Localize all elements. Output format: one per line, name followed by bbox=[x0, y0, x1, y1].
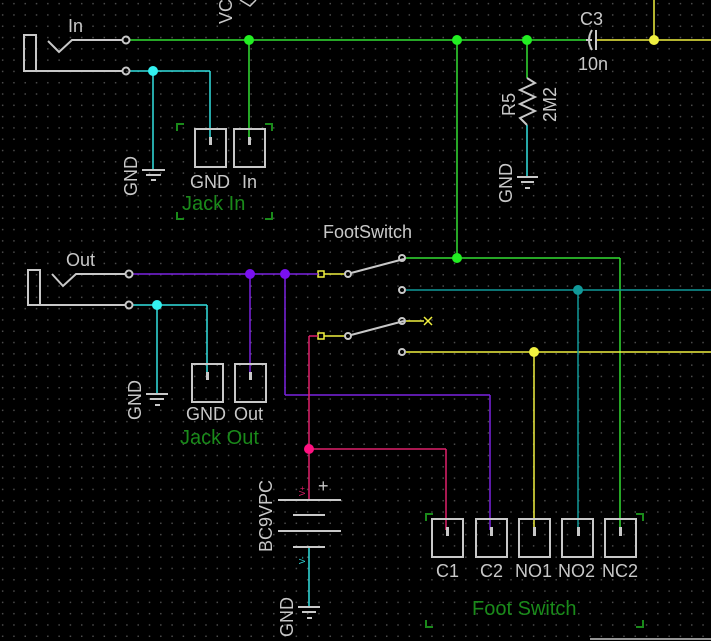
junction bbox=[245, 269, 255, 279]
capacitor-c3[interactable] bbox=[586, 29, 597, 51]
gnd-symbol bbox=[517, 176, 538, 189]
pin-label: GND bbox=[186, 404, 226, 424]
net-teal[interactable] bbox=[406, 289, 711, 530]
junction bbox=[304, 444, 314, 454]
gnd-label: GND bbox=[125, 380, 145, 420]
junction bbox=[148, 66, 158, 76]
gnd-symbol bbox=[146, 393, 168, 406]
vcc-label: VC bbox=[216, 0, 236, 24]
net-gnd[interactable] bbox=[130, 70, 528, 607]
net-input[interactable] bbox=[130, 39, 621, 530]
footswitch-symbol[interactable] bbox=[344, 254, 406, 356]
junction bbox=[452, 253, 462, 263]
capacitor-value: 10n bbox=[578, 54, 608, 74]
battery-symbol[interactable] bbox=[278, 499, 341, 548]
junction bbox=[152, 300, 162, 310]
battery-pin-neg: V- bbox=[298, 556, 307, 564]
junction bbox=[452, 35, 462, 45]
resistor-r5[interactable] bbox=[517, 77, 538, 126]
net-input-junctions bbox=[244, 35, 532, 263]
junction bbox=[244, 35, 254, 45]
junction bbox=[280, 269, 290, 279]
junction bbox=[573, 285, 583, 295]
gnd-symbol bbox=[142, 169, 165, 181]
pin-label: NC2 bbox=[602, 561, 638, 581]
junction bbox=[522, 35, 532, 45]
resistor-value: 2M2 bbox=[540, 87, 560, 122]
gnd-label: GND bbox=[496, 163, 516, 203]
pin-label: NO1 bbox=[515, 561, 552, 581]
jack-in-name: In bbox=[68, 16, 83, 36]
pin-label: In bbox=[242, 172, 257, 192]
jack-out-name: Out bbox=[66, 250, 95, 270]
capacitor-ref: C3 bbox=[580, 9, 603, 29]
junction bbox=[649, 35, 659, 45]
vcc-arrow-icon bbox=[239, 0, 257, 7]
pin-label: GND bbox=[190, 172, 230, 192]
jack-in-connector[interactable] bbox=[176, 123, 273, 220]
footswitch-connector[interactable] bbox=[425, 513, 644, 628]
net-output[interactable] bbox=[133, 273, 491, 530]
pin-label: Out bbox=[234, 404, 263, 424]
gnd-symbol bbox=[298, 606, 320, 619]
jack-out-ref: Jack Out bbox=[180, 427, 259, 449]
footswitch-ref: Foot Switch bbox=[472, 598, 576, 620]
jack-in-symbol[interactable] bbox=[23, 34, 131, 76]
footswitch-name: FootSwitch bbox=[323, 222, 412, 242]
jack-out-symbol[interactable] bbox=[27, 269, 134, 310]
junction bbox=[529, 347, 539, 357]
pin-label: NO2 bbox=[558, 561, 595, 581]
net-battery[interactable] bbox=[308, 335, 447, 530]
net-yellow[interactable] bbox=[317, 0, 711, 530]
pin-label: C2 bbox=[480, 561, 503, 581]
battery-pin-pos: V+ bbox=[298, 486, 307, 496]
gnd-label: GND bbox=[121, 156, 141, 196]
jack-out-connector[interactable] bbox=[191, 363, 267, 403]
battery-plus: + bbox=[318, 476, 329, 496]
resistor-ref: R5 bbox=[499, 93, 519, 116]
pin-label: C1 bbox=[436, 561, 459, 581]
jack-in-ref: Jack In bbox=[182, 193, 245, 215]
battery-name: BC9VPC bbox=[256, 480, 276, 552]
gnd-label: GND bbox=[277, 597, 297, 637]
